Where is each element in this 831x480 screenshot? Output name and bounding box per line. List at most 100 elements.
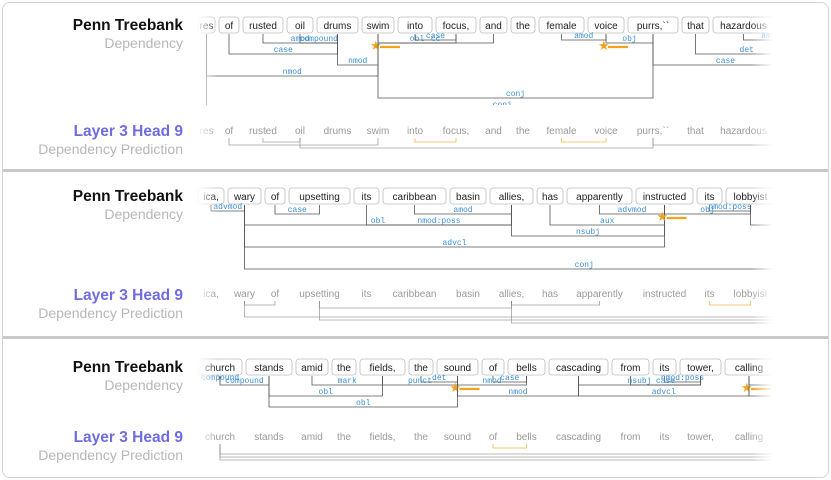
token-box	[627, 16, 679, 34]
token-word: oil	[295, 21, 305, 32]
predicted-arc	[219, 444, 773, 461]
token-word: the	[337, 432, 351, 443]
token-word: of	[271, 289, 280, 300]
token-word: female	[546, 126, 576, 137]
arc-label: obl	[410, 35, 425, 44]
pred-subtitle: Dependency Prediction	[38, 447, 183, 463]
token-word: of	[225, 126, 234, 137]
predicted-arc	[414, 138, 457, 143]
token: sound	[444, 432, 471, 443]
arc-label: compound	[300, 35, 339, 44]
token-box	[435, 16, 477, 34]
token-word: from	[621, 432, 641, 443]
predicted-arc	[561, 138, 607, 143]
arc-label: det	[432, 374, 446, 383]
token-word: sound	[444, 363, 471, 374]
token-box	[382, 187, 447, 205]
arc-label: case	[656, 377, 675, 386]
token-word: caribbean	[393, 192, 437, 203]
token: and	[479, 16, 508, 34]
token: the	[516, 126, 530, 137]
token: fields,	[369, 432, 395, 443]
token-word: upsetting	[299, 192, 340, 203]
token-word: purrs,``	[637, 125, 669, 137]
token-box	[227, 187, 262, 205]
token: cascading	[556, 432, 601, 443]
arc-label: nmod	[348, 57, 367, 66]
token-word: from	[621, 363, 641, 374]
arc-label: nmod	[482, 377, 501, 386]
token: amid	[301, 432, 323, 443]
token: that	[687, 126, 704, 137]
token-word: cascading	[556, 432, 601, 443]
arc-label: obj	[700, 206, 714, 215]
arc-label: obj	[622, 35, 636, 44]
dependency-arc	[414, 34, 457, 41]
token-word: its	[660, 432, 670, 443]
token-box	[449, 187, 487, 205]
token-word: focus,	[443, 126, 470, 137]
token-word: caribbean	[393, 289, 437, 300]
token-word: fields,	[369, 432, 395, 443]
token-word: tower,	[687, 432, 714, 443]
token-box	[479, 16, 508, 34]
token-word: the	[516, 126, 530, 137]
predicted-arc	[299, 138, 654, 149]
arc-label: case	[500, 374, 519, 383]
token: drums	[324, 126, 352, 137]
token: instructed	[635, 187, 694, 205]
token: the	[414, 432, 428, 443]
token-box	[652, 358, 677, 376]
token: hazardous	[712, 16, 773, 34]
token-word: drums	[324, 126, 352, 137]
arc-label: obl	[319, 388, 334, 397]
token-word: instructed	[643, 289, 686, 300]
token: and	[485, 126, 502, 137]
predicted-arc	[319, 301, 512, 309]
token: fields,	[359, 358, 406, 376]
token: from	[611, 358, 650, 376]
token: of	[264, 187, 286, 205]
token: ica,	[197, 187, 225, 205]
token-word: church	[205, 432, 235, 443]
token-word: rusted	[249, 126, 277, 137]
token-word: allies,	[499, 192, 525, 203]
token: ica,	[203, 289, 219, 300]
token: of	[481, 358, 505, 376]
arc-label: nsubj	[627, 377, 651, 386]
token: caribbean	[382, 187, 447, 205]
arc-label: obl	[356, 399, 371, 408]
token-word: of	[489, 432, 498, 443]
token: the	[408, 358, 434, 376]
predicted-arc	[511, 301, 600, 306]
token-word: voice	[594, 126, 618, 137]
token-word: amid	[301, 363, 323, 374]
token-box	[436, 358, 479, 376]
token-word: the	[337, 363, 351, 374]
arc-label: cc	[431, 35, 441, 44]
token-word: wary	[233, 192, 255, 203]
token: the	[337, 432, 351, 443]
token-word: sound	[444, 432, 471, 443]
token-box	[681, 16, 710, 34]
pred-header-3: Layer 3 Head 9 Dependency Prediction	[3, 429, 183, 464]
token-box	[489, 187, 534, 205]
token: purrs,``	[627, 16, 679, 34]
token: purrs,``	[637, 125, 669, 137]
token: of	[218, 16, 240, 34]
token-word: that	[687, 21, 704, 32]
token: female	[538, 16, 585, 34]
token-word: its	[705, 192, 715, 203]
token: church	[197, 358, 243, 376]
arc-label: amod	[291, 35, 310, 44]
token: its	[362, 289, 372, 300]
token: bells	[516, 432, 537, 443]
gold-title: Penn Treebank	[72, 359, 183, 376]
predicted-arc	[652, 138, 773, 146]
gold-header-1: Penn Treebank Dependency	[3, 17, 183, 52]
token-word: focus,	[443, 21, 470, 32]
pred-header-2: Layer 3 Head 9 Dependency Prediction	[3, 287, 183, 322]
